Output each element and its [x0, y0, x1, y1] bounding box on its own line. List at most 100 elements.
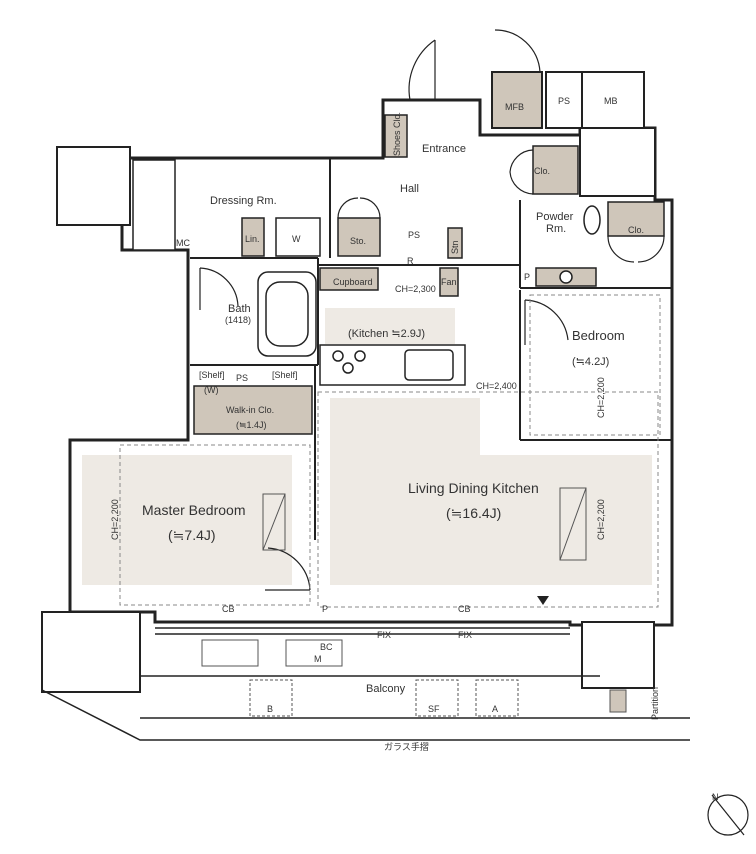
shoes-clo-box	[384, 114, 408, 158]
label-walkin: Walk-in Clo.	[226, 405, 274, 415]
bc-box	[285, 639, 343, 667]
master-slide-diag	[262, 493, 286, 551]
label-ch-2400: CH=2,400	[476, 381, 517, 391]
balcony-boxes	[201, 639, 627, 717]
mb-box	[581, 71, 645, 129]
stn-box	[447, 227, 463, 259]
label-p-kitchen: P	[524, 272, 530, 282]
clo-door	[509, 149, 534, 195]
column-top-right	[579, 127, 656, 197]
label-sf: SF	[428, 704, 440, 714]
label-p-window: P	[322, 604, 328, 614]
label-walkin-size: (≒1.4J)	[236, 420, 267, 430]
label-dressing: Dressing Rm.	[210, 195, 277, 207]
label-ps-top: PS	[558, 96, 570, 106]
doors	[199, 29, 665, 591]
label-clo-entrance: Clo.	[534, 166, 550, 176]
label-bedroom: Bedroom	[572, 328, 625, 343]
label-clo-bed: Clo.	[628, 225, 644, 235]
burner-3	[342, 362, 354, 374]
label-b: B	[267, 704, 273, 714]
lin-box	[241, 217, 265, 257]
column-top-left	[56, 146, 131, 226]
label-ldk-size: (≒16.4J)	[446, 505, 501, 521]
bathtub-inner	[265, 281, 309, 347]
ch-master	[119, 444, 311, 606]
windows	[41, 627, 690, 741]
label-shelf-2: [Shelf]	[272, 370, 298, 380]
label-lin: Lin.	[245, 234, 260, 244]
balcony-slant	[41, 689, 690, 741]
burner-2	[354, 350, 366, 362]
label-mb: MB	[604, 96, 618, 106]
clo-bed-door	[607, 235, 665, 263]
label-fan: Fan	[441, 277, 457, 287]
label-cb-1: CB	[222, 604, 235, 614]
compass-needle-icon	[711, 794, 745, 836]
label-kitchen: (Kitchen ≒2.9J)	[348, 328, 425, 340]
ldk-dining-floor	[330, 398, 480, 458]
fixtures	[132, 114, 665, 435]
kitchen-sink	[404, 349, 454, 381]
label-a: A	[492, 704, 498, 714]
sliding-panels	[262, 487, 587, 561]
kitchen	[319, 344, 466, 386]
powder-fixtures	[535, 205, 601, 287]
column-bottom-right	[581, 621, 655, 689]
ldk-floor	[330, 455, 652, 585]
toilet	[583, 205, 601, 235]
master-slide	[262, 493, 286, 551]
label-powder-rm: Rm.	[546, 223, 566, 235]
burner-1	[332, 350, 344, 362]
ch-ldk	[317, 391, 659, 608]
master-floor	[82, 455, 292, 585]
label-shoes-clo: Shoes Clo.	[392, 112, 402, 156]
w-box	[275, 217, 321, 257]
label-master-size: (≒7.4J)	[168, 527, 216, 543]
balcony-box-a	[475, 679, 519, 717]
label-fix-2: FIX	[458, 630, 472, 640]
label-r: R	[407, 256, 414, 266]
outdoor-unit-1	[201, 639, 259, 667]
label-ch-2300: CH=2,300	[395, 284, 436, 294]
compass	[707, 794, 749, 836]
label-cb-2: CB	[458, 604, 471, 614]
master-door	[265, 547, 311, 591]
fan-box	[439, 267, 459, 297]
label-entrance: Entrance	[422, 143, 466, 155]
label-compass-n: N	[712, 792, 719, 802]
walkin-box	[193, 385, 313, 435]
balcony-box-b	[249, 679, 293, 717]
label-ch-2200-bed: CH=2,200	[596, 377, 606, 418]
outdoor-unit-2	[609, 689, 627, 713]
sto-box	[337, 217, 381, 257]
compass-circle	[707, 794, 749, 836]
ldk-slide	[559, 487, 587, 561]
label-master: Master Bedroom	[142, 502, 245, 518]
label-sto: Sto.	[350, 236, 366, 246]
bathtub-outer	[257, 271, 317, 357]
bedroom-door	[524, 299, 569, 345]
label-mc: MC	[176, 238, 190, 248]
cupboard-box	[319, 267, 379, 291]
label-bath: Bath	[228, 303, 251, 315]
ch-bedroom	[529, 294, 661, 436]
sto-door	[337, 197, 381, 219]
label-stn: Stn	[450, 240, 460, 254]
kitchen-counter-floor	[325, 308, 455, 344]
balcony-box-sf	[415, 679, 459, 717]
powder-basin	[559, 270, 573, 284]
label-ch-2200-master: CH=2,200	[110, 499, 120, 540]
label-ch-2200-ldk: CH=2,200	[596, 499, 606, 540]
label-ps-mid: PS	[408, 230, 420, 240]
dressing-door	[199, 267, 239, 310]
label-bath-size: (1418)	[225, 315, 251, 325]
label-partition: Partition	[650, 687, 660, 720]
inner-walls	[190, 158, 672, 540]
label-w: W	[292, 234, 301, 244]
label-glass-rail: ガラス手摺	[384, 741, 429, 752]
column-bottom-left	[41, 611, 141, 693]
label-ps-walkin: PS	[236, 373, 248, 383]
label-m: M	[314, 654, 322, 664]
